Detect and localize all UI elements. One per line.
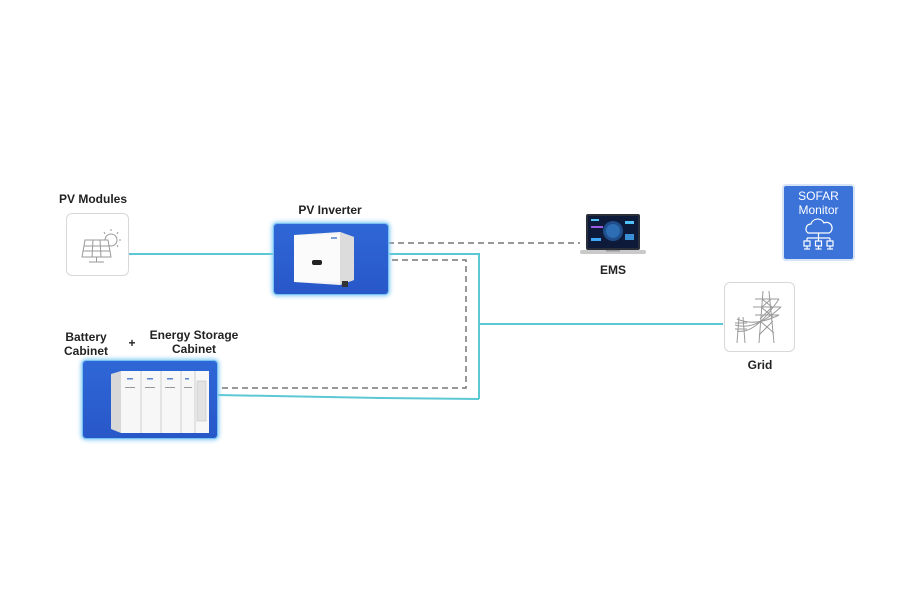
energy-storage-cabinet-label-line2: Cabinet <box>171 342 216 356</box>
battery-cabinet-label-line2: Cabinet <box>63 344 108 358</box>
battery-cabinet-label: Battery Cabinet <box>56 330 116 358</box>
grid-label: Grid <box>747 358 773 372</box>
laptop-dashboard-icon <box>580 214 646 254</box>
storage-cabinet-icon <box>111 371 209 433</box>
ems-label: EMS <box>599 263 626 277</box>
sofar-monitor-title-line1: SOFAR <box>798 189 839 203</box>
sofar-monitor-title-line2: Monitor <box>798 203 839 217</box>
power-line-storage-to-bus <box>216 394 480 400</box>
battery-cabinet-label-line1: Battery <box>65 330 107 344</box>
energy-storage-cabinet-node[interactable] <box>83 361 217 438</box>
ems-node[interactable] <box>580 212 646 258</box>
energy-storage-cabinet-label-line1: Energy Storage <box>149 328 239 342</box>
energy-storage-cabinet-label: Energy Storage Cabinet <box>144 328 244 356</box>
transmission-tower-icon <box>734 290 782 344</box>
plus-sign: + <box>128 336 136 350</box>
pv-modules-label: PV Modules <box>58 192 127 206</box>
pv-inverter-label: PV Inverter <box>298 203 362 217</box>
sofar-monitor-node[interactable]: SOFAR Monitor <box>784 186 853 259</box>
power-line-inverter-to-grid <box>388 253 480 399</box>
cloud-network-icon <box>803 218 834 250</box>
pv-inverter-node[interactable] <box>274 224 388 294</box>
inverter-icon <box>294 232 354 287</box>
pv-modules-node[interactable] <box>66 213 129 276</box>
solar-panel-icon <box>81 229 121 263</box>
grid-node[interactable] <box>724 282 795 352</box>
